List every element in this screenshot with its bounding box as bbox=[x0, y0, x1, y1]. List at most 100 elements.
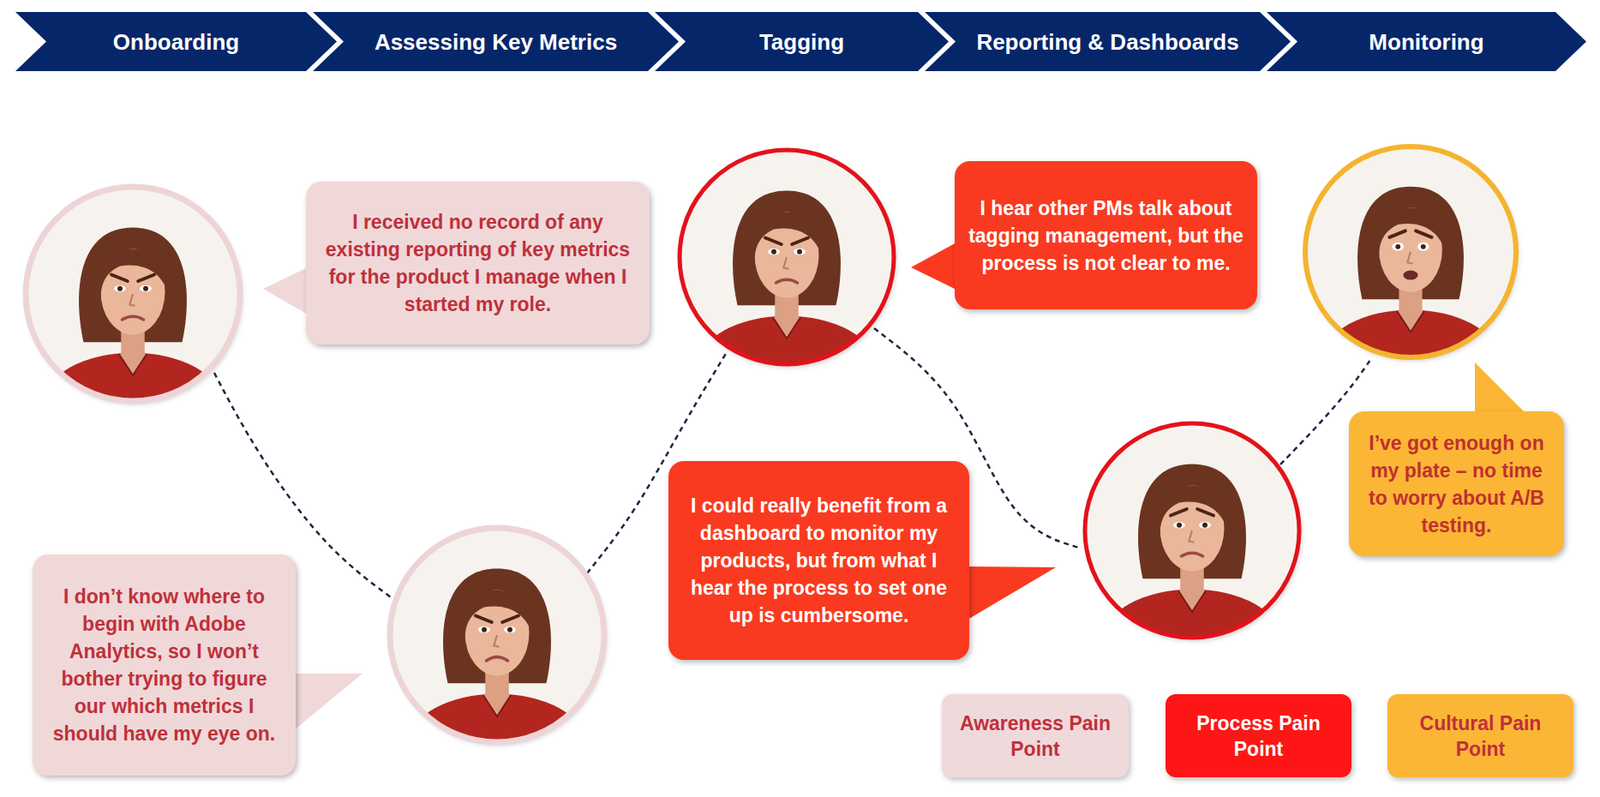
mouth bbox=[486, 657, 509, 661]
collar-line bbox=[483, 695, 512, 717]
nose bbox=[493, 635, 499, 648]
legend-swatch: Process Pain Point bbox=[1165, 694, 1352, 778]
hair bbox=[1357, 186, 1464, 300]
legend-label: Awareness Pain Point bbox=[950, 710, 1121, 762]
persona-portrait bbox=[25, 186, 240, 450]
eye bbox=[793, 248, 806, 256]
pupil bbox=[507, 627, 513, 633]
portrait-ground bbox=[25, 186, 240, 402]
portrait-figure bbox=[1104, 464, 1281, 687]
portrait-border bbox=[1084, 423, 1300, 638]
stage-label: Onboarding bbox=[113, 29, 240, 55]
pupil bbox=[1420, 244, 1427, 250]
pupil bbox=[1176, 522, 1182, 528]
eyebrow bbox=[1389, 230, 1405, 237]
quote-text: I received no record of any existing rep… bbox=[319, 208, 636, 318]
persona-portrait bbox=[1084, 423, 1300, 686]
portrait-ground bbox=[1084, 423, 1300, 638]
quote-text: I’ve got enough on my plate – no time to… bbox=[1362, 429, 1551, 540]
fringe bbox=[1153, 485, 1231, 536]
collar-line bbox=[773, 317, 802, 339]
collar-opening bbox=[483, 695, 512, 717]
pupil bbox=[481, 627, 487, 633]
eyebrow bbox=[1197, 509, 1214, 516]
eyebrow bbox=[765, 238, 782, 246]
pupil bbox=[143, 286, 149, 292]
persona-portrait bbox=[1305, 146, 1517, 405]
stage-chevron: Reporting & Dashboards bbox=[924, 11, 1291, 72]
legend-label: Process Pain Point bbox=[1174, 710, 1343, 762]
eye bbox=[503, 626, 516, 634]
speech-bubble: I hear other PMs talk about tagging mana… bbox=[954, 161, 1258, 310]
nose bbox=[783, 257, 789, 270]
portrait-figure bbox=[699, 191, 875, 414]
chevron-fill bbox=[1266, 11, 1587, 72]
quote-text: I hear other PMs talk about tagging mana… bbox=[968, 194, 1244, 277]
eye bbox=[1198, 521, 1211, 529]
stage-label: Monitoring bbox=[1368, 29, 1484, 55]
eye bbox=[1173, 521, 1186, 529]
eyebrow bbox=[502, 616, 519, 624]
bubble-tail bbox=[1474, 362, 1526, 414]
eye bbox=[767, 248, 780, 256]
mouth bbox=[122, 316, 144, 320]
portrait-ground bbox=[679, 149, 894, 365]
pupil bbox=[771, 249, 777, 255]
chevron-fill bbox=[924, 11, 1291, 72]
eyebrow bbox=[111, 275, 128, 282]
eyebrow bbox=[137, 275, 155, 282]
stage-chevron: Onboarding bbox=[15, 11, 337, 72]
hair bbox=[732, 191, 841, 306]
eye bbox=[1417, 242, 1430, 252]
mouth bbox=[1181, 552, 1204, 557]
quote-text: I don’t know where to begin with Adobe A… bbox=[46, 582, 282, 748]
mouth bbox=[776, 279, 798, 283]
eye bbox=[139, 285, 152, 293]
eyebrow bbox=[1415, 230, 1432, 237]
portrait-figure bbox=[409, 569, 586, 792]
pupil bbox=[797, 249, 803, 255]
speech-bubble: I don’t know where to begin with Adobe A… bbox=[32, 554, 296, 776]
collar-line bbox=[119, 353, 148, 376]
collar-opening bbox=[119, 353, 148, 376]
speech-bubble: I received no record of any existing rep… bbox=[305, 181, 650, 345]
bubble-tail bbox=[910, 242, 957, 290]
hair bbox=[443, 569, 552, 684]
eyebrow bbox=[791, 238, 809, 246]
collar-opening bbox=[773, 317, 802, 339]
quote-text: I could really benefit from a dashboard … bbox=[682, 491, 956, 630]
speech-bubble: I’ve got enough on my plate – no time to… bbox=[1348, 411, 1565, 557]
portrait-figure bbox=[1324, 186, 1498, 406]
stage-chevron: Monitoring bbox=[1266, 11, 1587, 72]
bubble-tail bbox=[293, 673, 363, 731]
persona-portrait bbox=[679, 149, 894, 413]
portrait-border bbox=[1305, 146, 1517, 358]
legend-swatch: Cultural Pain Point bbox=[1387, 694, 1574, 778]
collar-opening bbox=[1396, 311, 1425, 333]
nose bbox=[1188, 530, 1194, 543]
legend-swatch: Awareness Pain Point bbox=[941, 694, 1129, 778]
mouth bbox=[1402, 270, 1418, 281]
chevron-fill bbox=[15, 11, 337, 72]
eyebrow bbox=[475, 616, 492, 624]
pupil bbox=[1395, 244, 1401, 250]
portrait-ground bbox=[389, 527, 605, 743]
fringe bbox=[94, 248, 172, 300]
collar-line bbox=[1178, 590, 1207, 612]
stage-chevron: Tagging bbox=[654, 11, 949, 72]
face-group bbox=[25, 146, 1517, 791]
portrait-border bbox=[25, 186, 240, 402]
collar-opening bbox=[1178, 590, 1207, 612]
legend-label: Cultural Pain Point bbox=[1396, 710, 1565, 762]
speech-bubble: I could really benefit from a dashboard … bbox=[668, 461, 970, 660]
stage-label: Reporting & Dashboards bbox=[976, 29, 1239, 55]
portrait-figure bbox=[45, 227, 222, 450]
eye bbox=[113, 285, 126, 293]
bubble-tail bbox=[967, 566, 1056, 620]
stage-chevron: Assessing Key Metrics bbox=[312, 11, 679, 72]
portrait-ground bbox=[1305, 146, 1517, 358]
fringe bbox=[748, 211, 826, 263]
pupil bbox=[117, 286, 123, 292]
nose bbox=[1407, 251, 1413, 264]
